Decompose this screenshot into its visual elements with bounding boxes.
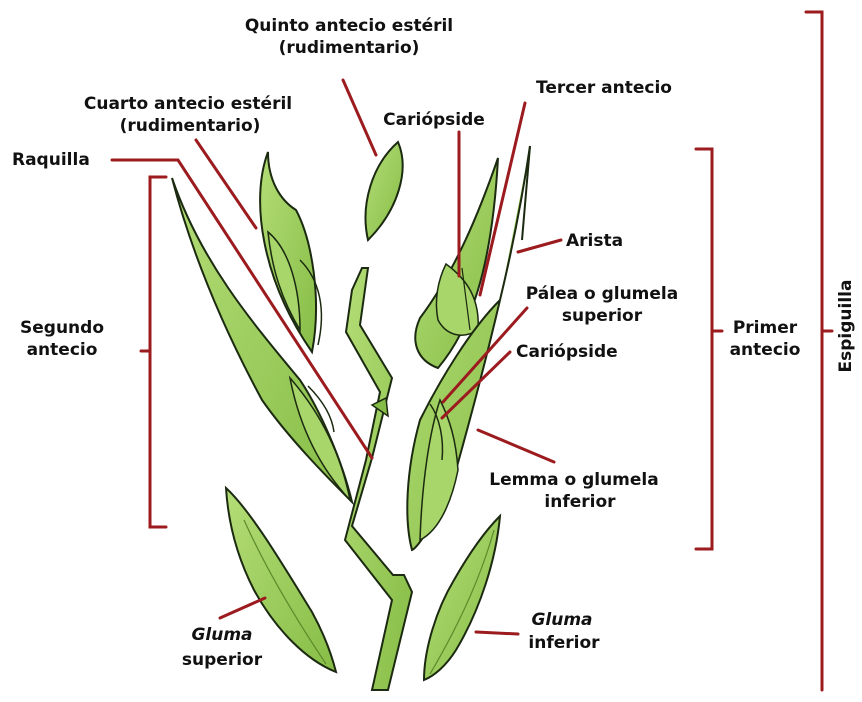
label-palea-line2: superior xyxy=(562,306,642,326)
fifth-floret-shape xyxy=(366,142,403,240)
bracket-primer xyxy=(696,149,712,549)
fourth-floret-shape xyxy=(260,152,321,352)
label-segundo-line1: Segundo xyxy=(20,318,104,338)
label-gluma-sup-line1: Gluma xyxy=(191,625,252,645)
label-cuarto-line1: Cuarto antecio estéril xyxy=(84,94,292,114)
label-segundo-line2: antecio xyxy=(27,340,98,360)
label-primer-line2: antecio xyxy=(730,340,801,360)
label-tercer: Tercer antecio xyxy=(536,78,672,98)
label-cariopside-mid: Cariópside xyxy=(516,342,618,362)
bracket-segundo xyxy=(150,177,166,527)
pointer-lemma xyxy=(478,430,554,462)
label-gluma-inf-line2: inferior xyxy=(528,633,599,653)
label-cuarto-line2: (rudimentario) xyxy=(120,116,261,136)
label-lemma-line2: inferior xyxy=(544,492,615,512)
label-quinto-line2: (rudimentario) xyxy=(279,38,420,58)
label-arista: Arista xyxy=(566,231,623,251)
label-gluma-inf-line1: Gluma xyxy=(531,610,592,630)
lower-glume-shape xyxy=(424,516,500,680)
label-lemma-line1: Lemma o glumela xyxy=(489,470,658,490)
label-palea-line1: Pálea o glumela xyxy=(526,284,678,304)
pointer-arista xyxy=(518,240,561,252)
rachilla-stem xyxy=(345,268,412,690)
pointer-cuarto xyxy=(196,140,256,228)
label-quinto-line1: Quinto antecio estéril xyxy=(245,16,453,36)
label-primer-line1: Primer xyxy=(733,318,797,338)
pointer-quinto xyxy=(343,80,376,155)
pointer-gluma-inf xyxy=(476,632,518,634)
pointer-gluma-sup xyxy=(220,598,265,618)
label-gluma-sup-line2: superior xyxy=(182,650,262,670)
label-raquilla: Raquilla xyxy=(12,150,90,170)
bracket-espiguilla xyxy=(806,12,822,690)
label-espiguilla: Espiguilla xyxy=(836,276,856,376)
label-cariopside-top: Cariópside xyxy=(383,110,485,130)
